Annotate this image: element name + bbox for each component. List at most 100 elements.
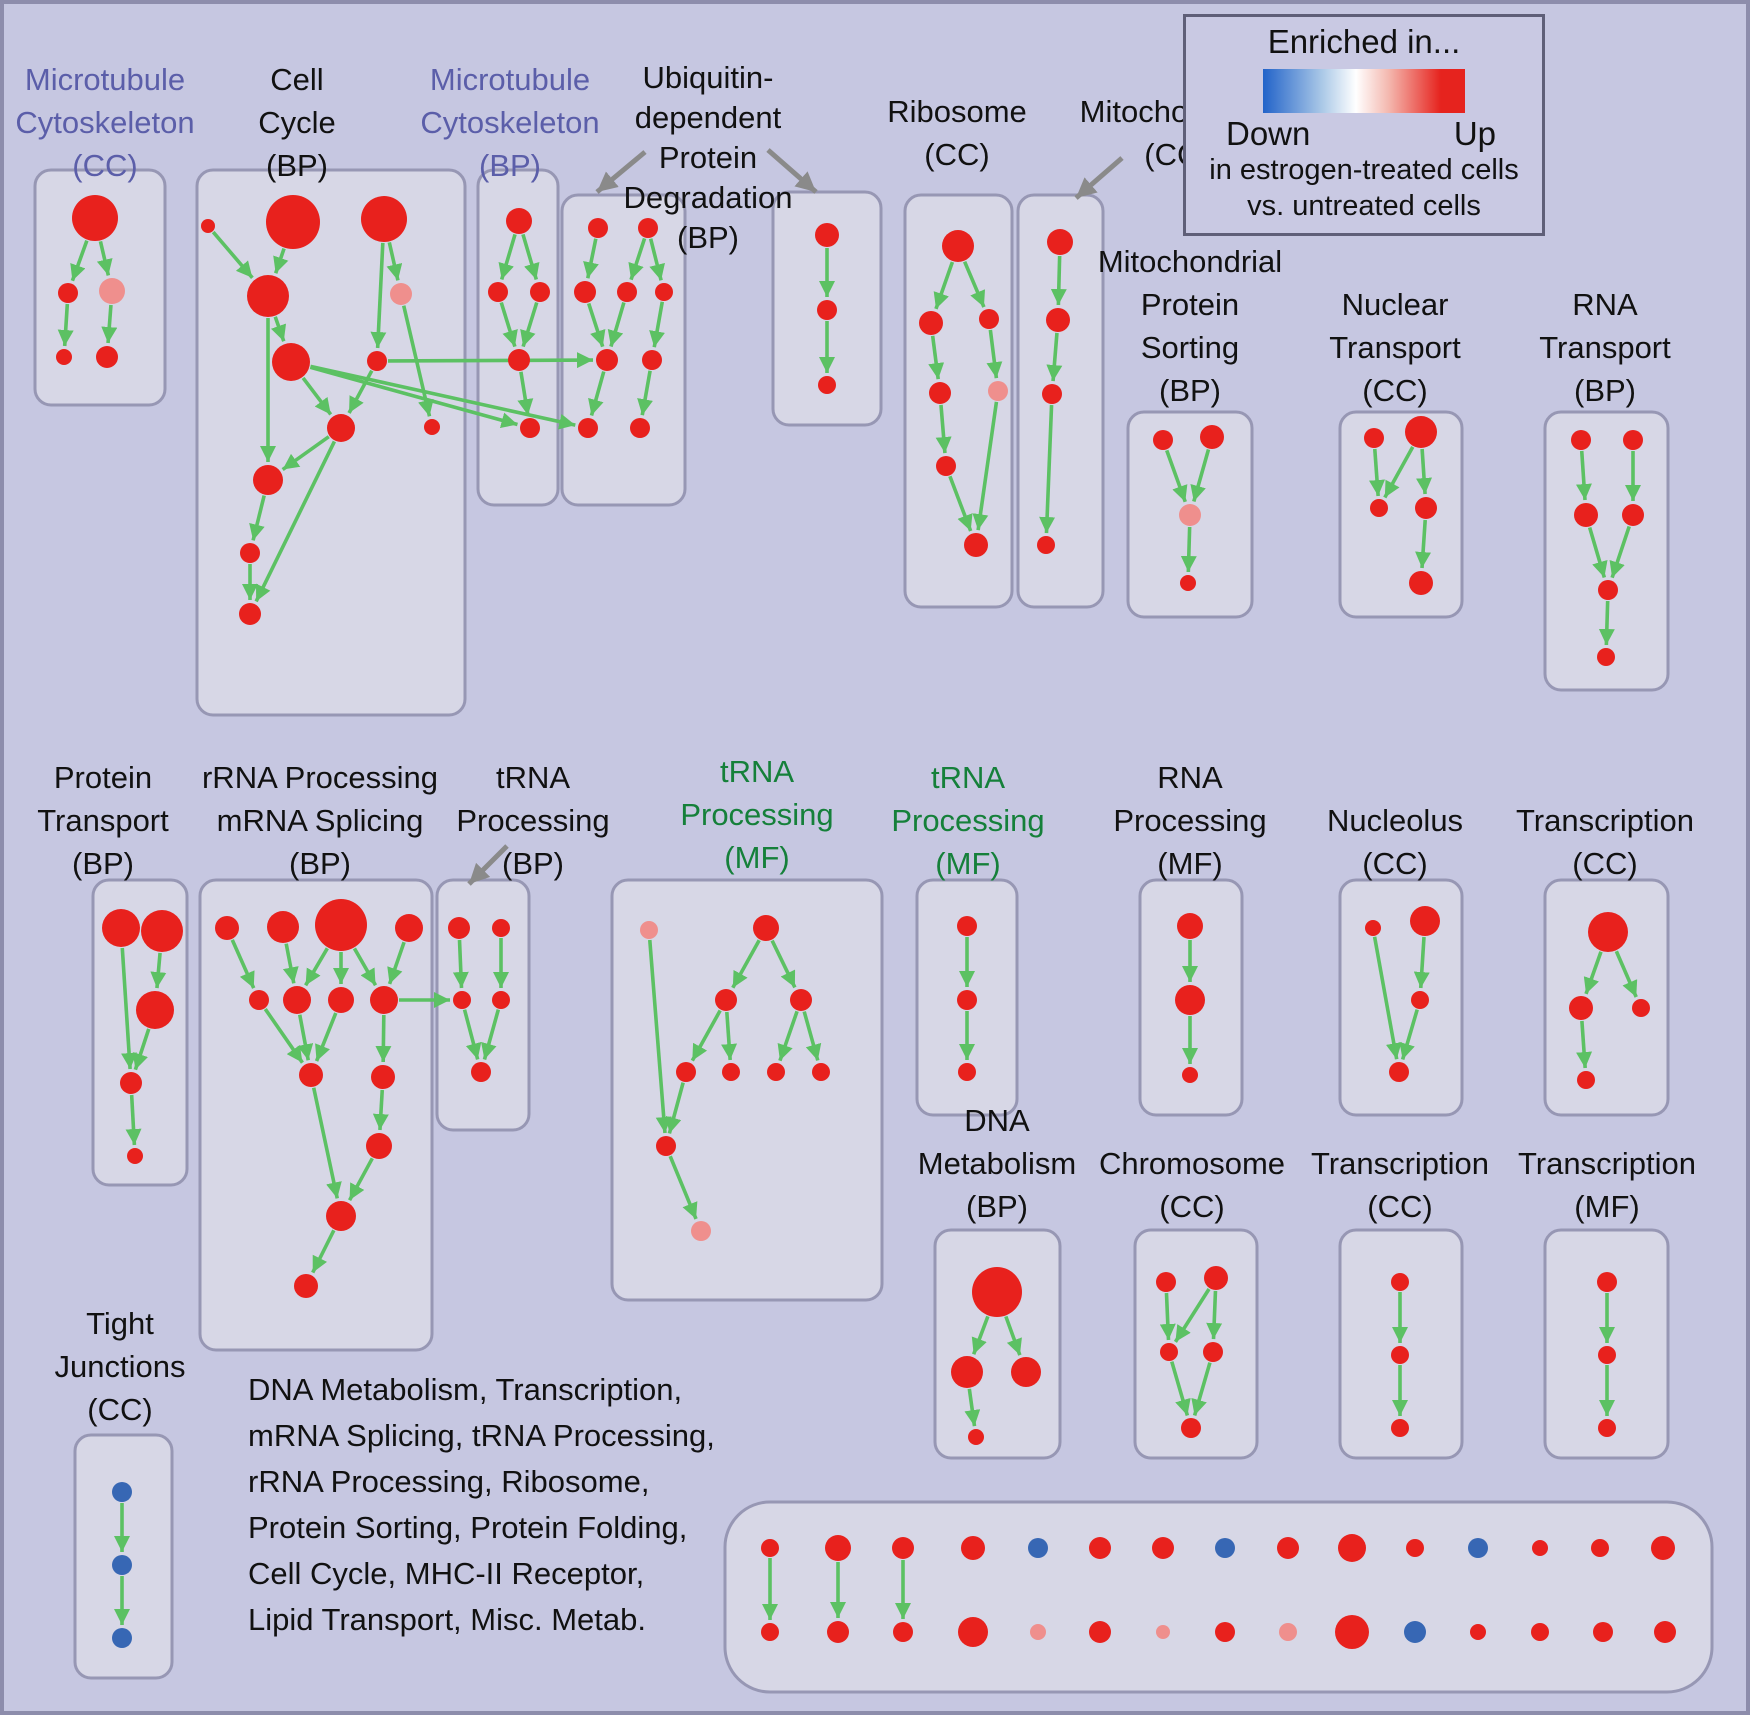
edge-arrow bbox=[1598, 600, 1615, 646]
go-term-node bbox=[315, 899, 367, 951]
go-term-node bbox=[1654, 1621, 1676, 1643]
go-term-node bbox=[929, 382, 951, 404]
go-term-node bbox=[1622, 504, 1644, 526]
go-term-node bbox=[767, 1063, 785, 1081]
go-term-node bbox=[588, 218, 608, 238]
go-term-node bbox=[1179, 504, 1201, 526]
go-term-node bbox=[790, 989, 812, 1011]
go-term-node bbox=[1215, 1538, 1235, 1558]
edge-arrow bbox=[304, 947, 329, 987]
go-term-node bbox=[72, 195, 118, 241]
go-term-node bbox=[1405, 416, 1437, 448]
legend-gradient-bar bbox=[1263, 69, 1465, 113]
annotation-arrow bbox=[467, 844, 509, 886]
edge-arrow bbox=[281, 435, 330, 472]
go-term-node bbox=[1588, 912, 1628, 952]
go-term-node bbox=[1411, 991, 1429, 1009]
go-term-node bbox=[578, 418, 598, 438]
go-term-node bbox=[958, 1617, 988, 1647]
go-term-node bbox=[1279, 1623, 1297, 1641]
go-term-node bbox=[1335, 1615, 1369, 1649]
mitochondrion-cc-box bbox=[1016, 193, 1105, 609]
go-term-node bbox=[1215, 1622, 1235, 1642]
go-term-node bbox=[247, 275, 289, 317]
go-term-node bbox=[1569, 996, 1593, 1020]
transcription-mf-box bbox=[1543, 1228, 1670, 1460]
edge-arrow bbox=[310, 364, 576, 430]
edge-arrow bbox=[588, 371, 606, 416]
go-term-node bbox=[1089, 1537, 1111, 1559]
edge-arrow bbox=[649, 301, 665, 348]
edge-arrow bbox=[387, 941, 406, 985]
go-term-node bbox=[574, 281, 596, 303]
annotation-arrow bbox=[766, 148, 818, 194]
edge-arrow bbox=[499, 301, 518, 348]
go-term-node bbox=[240, 543, 260, 563]
ubiquitin-degradation-bp-box bbox=[560, 193, 687, 507]
go-term-node bbox=[390, 283, 412, 305]
go-term-node bbox=[722, 1063, 740, 1081]
edge-arrow bbox=[57, 303, 74, 347]
go-term-node bbox=[753, 915, 779, 941]
edge-arrow bbox=[1165, 449, 1188, 503]
edge-arrow bbox=[498, 233, 517, 281]
go-term-node bbox=[964, 533, 988, 557]
edge-arrow bbox=[971, 1315, 990, 1355]
go-term-node bbox=[1047, 229, 1073, 255]
go-term-node bbox=[1046, 308, 1070, 332]
protein-transport-bp-box bbox=[91, 878, 189, 1187]
go-term-node bbox=[448, 917, 470, 939]
edge-arrow bbox=[1180, 526, 1197, 573]
go-term-node bbox=[936, 456, 956, 476]
legend-subtitle-1: in estrogen-treated cells bbox=[1209, 153, 1519, 186]
go-term-node bbox=[1277, 1537, 1299, 1559]
go-term-node bbox=[112, 1482, 132, 1502]
edge-arrow bbox=[520, 301, 539, 348]
color-legend: Enriched in... Down Up in estrogen-treat… bbox=[1183, 14, 1545, 236]
go-term-node bbox=[367, 351, 387, 371]
go-term-node bbox=[253, 465, 283, 495]
legend-subtitle-2: vs. untreated cells bbox=[1247, 189, 1481, 222]
go-term-node bbox=[424, 419, 440, 435]
go-term-node bbox=[968, 1429, 984, 1445]
edge-arrow bbox=[297, 1014, 314, 1061]
edge-arrow bbox=[1039, 404, 1056, 534]
go-term-node bbox=[201, 219, 215, 233]
go-term-node bbox=[239, 603, 261, 625]
go-term-node bbox=[508, 349, 530, 371]
edge-arrow bbox=[648, 238, 665, 281]
go-term-node bbox=[761, 1539, 779, 1557]
edge-arrow bbox=[1004, 1315, 1022, 1356]
misc-enriched-terms-box bbox=[723, 1500, 1714, 1694]
go-term-node bbox=[1470, 1624, 1486, 1640]
go-term-node bbox=[102, 909, 140, 947]
go-term-node bbox=[1571, 430, 1591, 450]
go-term-node bbox=[294, 1274, 318, 1298]
go-term-node bbox=[1591, 1539, 1609, 1557]
go-term-node bbox=[1156, 1625, 1170, 1639]
go-term-node bbox=[56, 349, 72, 365]
edge-arrow bbox=[311, 1229, 336, 1274]
legend-title: Enriched in... bbox=[1267, 23, 1461, 60]
go-term-node bbox=[1409, 571, 1433, 595]
edge-arrow bbox=[1399, 1009, 1419, 1061]
go-term-node bbox=[267, 911, 299, 943]
go-term-node bbox=[1152, 1537, 1174, 1559]
go-term-node bbox=[638, 218, 658, 238]
go-term-node bbox=[676, 1062, 696, 1082]
trna-processing-mf-box bbox=[610, 878, 884, 1302]
edge-arrow bbox=[375, 1014, 392, 1063]
edge-arrow bbox=[372, 1089, 389, 1131]
dna-metabolism-bp-box bbox=[933, 1228, 1062, 1460]
go-term-node bbox=[492, 991, 510, 1009]
go-term-node bbox=[492, 919, 510, 937]
